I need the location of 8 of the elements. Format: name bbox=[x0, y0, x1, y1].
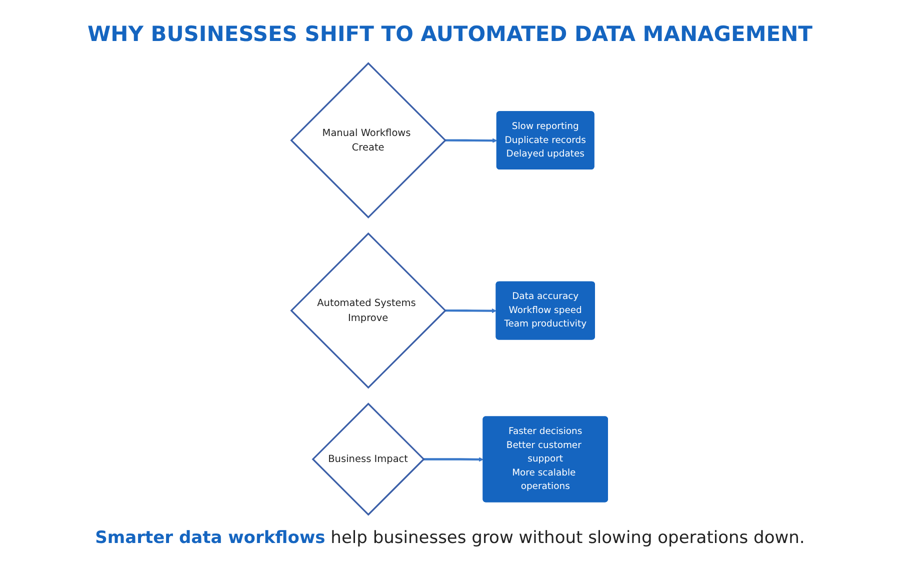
arrow bbox=[424, 457, 484, 462]
node-diamond: Automated Systems Improve bbox=[290, 232, 447, 389]
arrow bbox=[446, 308, 497, 314]
node-diamond: Manual Workflows Create bbox=[290, 62, 447, 218]
caption: Smarter data workflows help businesses grow without slowing operations down. bbox=[94, 528, 806, 548]
title: WHY BUSINESSES SHIFT TO AUTOMATED DATA MANAGEMENT bbox=[86, 22, 814, 46]
arrow bbox=[446, 138, 498, 143]
node-diamond: Business Impact bbox=[312, 402, 426, 516]
